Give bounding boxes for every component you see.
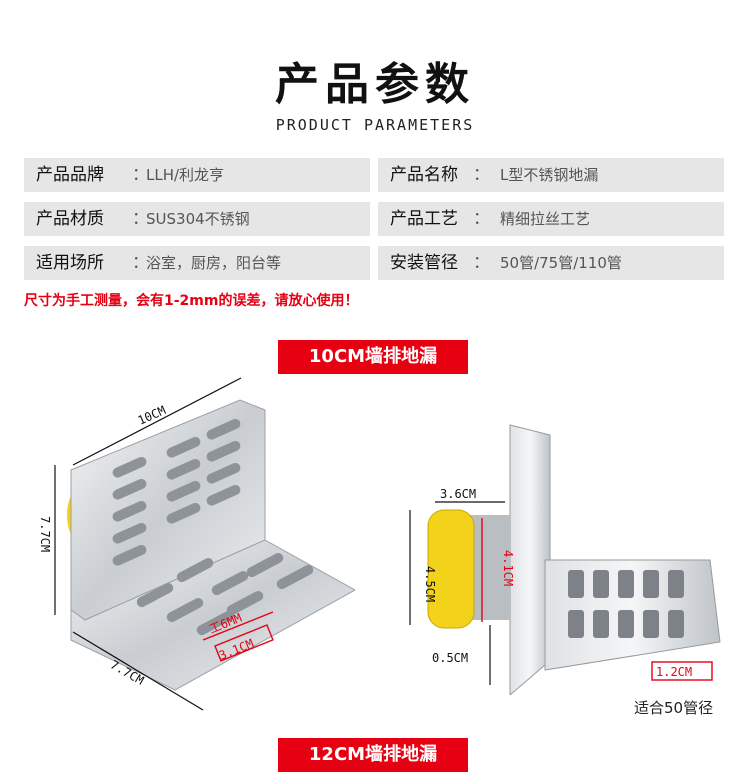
param-cell-place: 适用场所 ： 浴室，厨房，阳台等 [24, 246, 370, 280]
section-banner-10cm: 10CM墙排地漏 [278, 340, 468, 374]
param-sep: ： [132, 165, 149, 185]
param-cell-pipe: 安装管径 ： 50管/75管/110管 [378, 246, 724, 280]
param-value: 50管/75管/110管 [500, 254, 622, 272]
param-row: 产品品牌 ： LLH/利龙亨 产品名称 ： L型不锈钢地漏 [24, 158, 724, 192]
pipe-fit-note: 适合50管径 [634, 699, 714, 717]
param-sep: ： [473, 209, 490, 229]
param-value: SUS304不锈钢 [146, 210, 250, 228]
dim-lip-label: 1.2CM [656, 665, 692, 679]
param-label: 产品品牌 [36, 165, 104, 185]
page-title: 产品参数 [275, 59, 475, 110]
back-slots [112, 418, 241, 566]
param-cell-name: 产品名称 ： L型不锈钢地漏 [378, 158, 724, 192]
section-banner-12cm: 12CM墙排地漏 [278, 738, 468, 772]
param-value: LLH/利龙亨 [146, 166, 225, 184]
param-label: 产品名称 [390, 165, 458, 185]
param-label: 产品工艺 [390, 209, 458, 229]
dim-pipe-len-label: 3.6CM [440, 487, 476, 501]
page-subtitle: PRODUCT PARAMETERS [275, 116, 475, 134]
param-sep: ： [132, 253, 149, 273]
dim-pipe-dia-label: 4.1CM [501, 550, 515, 586]
param-value: 浴室，厨房，阳台等 [146, 254, 282, 272]
param-sep: ： [132, 209, 149, 229]
dim-gap-label: 0.5CM [432, 651, 468, 665]
param-cell-craft: 产品工艺 ： 精细拉丝工艺 [378, 202, 724, 236]
param-value: 精细拉丝工艺 [500, 210, 591, 228]
dim-box-lip [651, 661, 713, 681]
drain-front-diagram: 10CM 7.7CM 7.7CM 工6MM 3.1CM [38, 377, 355, 711]
param-cell-material: 产品材质 ： SUS304不锈钢 [24, 202, 370, 236]
dim-line-slot [202, 611, 274, 641]
wall-plate [509, 424, 551, 695]
floor-slots [136, 552, 314, 636]
dim-box-slot [214, 624, 274, 662]
measure-warning: 尺寸为手工测量，会有1-2mm的误差，请放心使用！ [24, 293, 359, 309]
param-sep: ： [473, 253, 490, 273]
param-row: 适用场所 ： 浴室，厨房，阳台等 安装管径 ： 50管/75管/110管 [24, 246, 724, 280]
param-label: 适用场所 [36, 253, 104, 273]
drain-side-diagram: 3.6CM 4.5CM 4.1CM 0.5CM 1.2CM [409, 424, 721, 695]
param-cell-brand: 产品品牌 ： LLH/利龙亨 [24, 158, 370, 192]
dim-line-depth [72, 631, 204, 711]
param-row: 产品材质 ： SUS304不锈钢 产品工艺 ： 精细拉丝工艺 [24, 202, 724, 236]
pipe-seal [427, 509, 475, 629]
tray-slots [568, 570, 684, 638]
dim-height-label: 7.7CM [38, 516, 52, 552]
dim-height-label: 4.5CM [423, 566, 437, 602]
dim-line-width [72, 377, 242, 466]
param-label: 产品材质 [36, 209, 104, 229]
param-label: 安装管径 [390, 253, 458, 273]
param-value: L型不锈钢地漏 [500, 166, 599, 184]
param-sep: ： [473, 165, 490, 185]
